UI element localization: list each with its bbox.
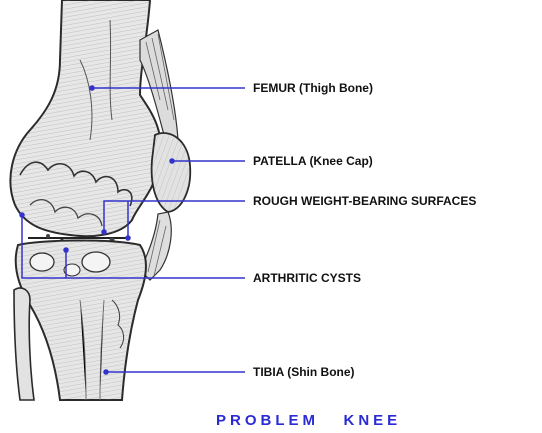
tibia-label: TIBIA (Shin Bone) [253,365,355,379]
cyst-1 [30,253,54,271]
diagram-title: PROBLEM KNEE [216,412,401,429]
femur-label: FEMUR (Thigh Bone) [253,81,373,95]
rough-surfaces-label: ROUGH WEIGHT-BEARING SURFACES [253,194,476,208]
patella-label: PATELLA (Knee Cap) [253,154,373,168]
cyst-2 [82,252,110,272]
arthritic-cysts-label: ARTHRITIC CYSTS [253,271,361,285]
